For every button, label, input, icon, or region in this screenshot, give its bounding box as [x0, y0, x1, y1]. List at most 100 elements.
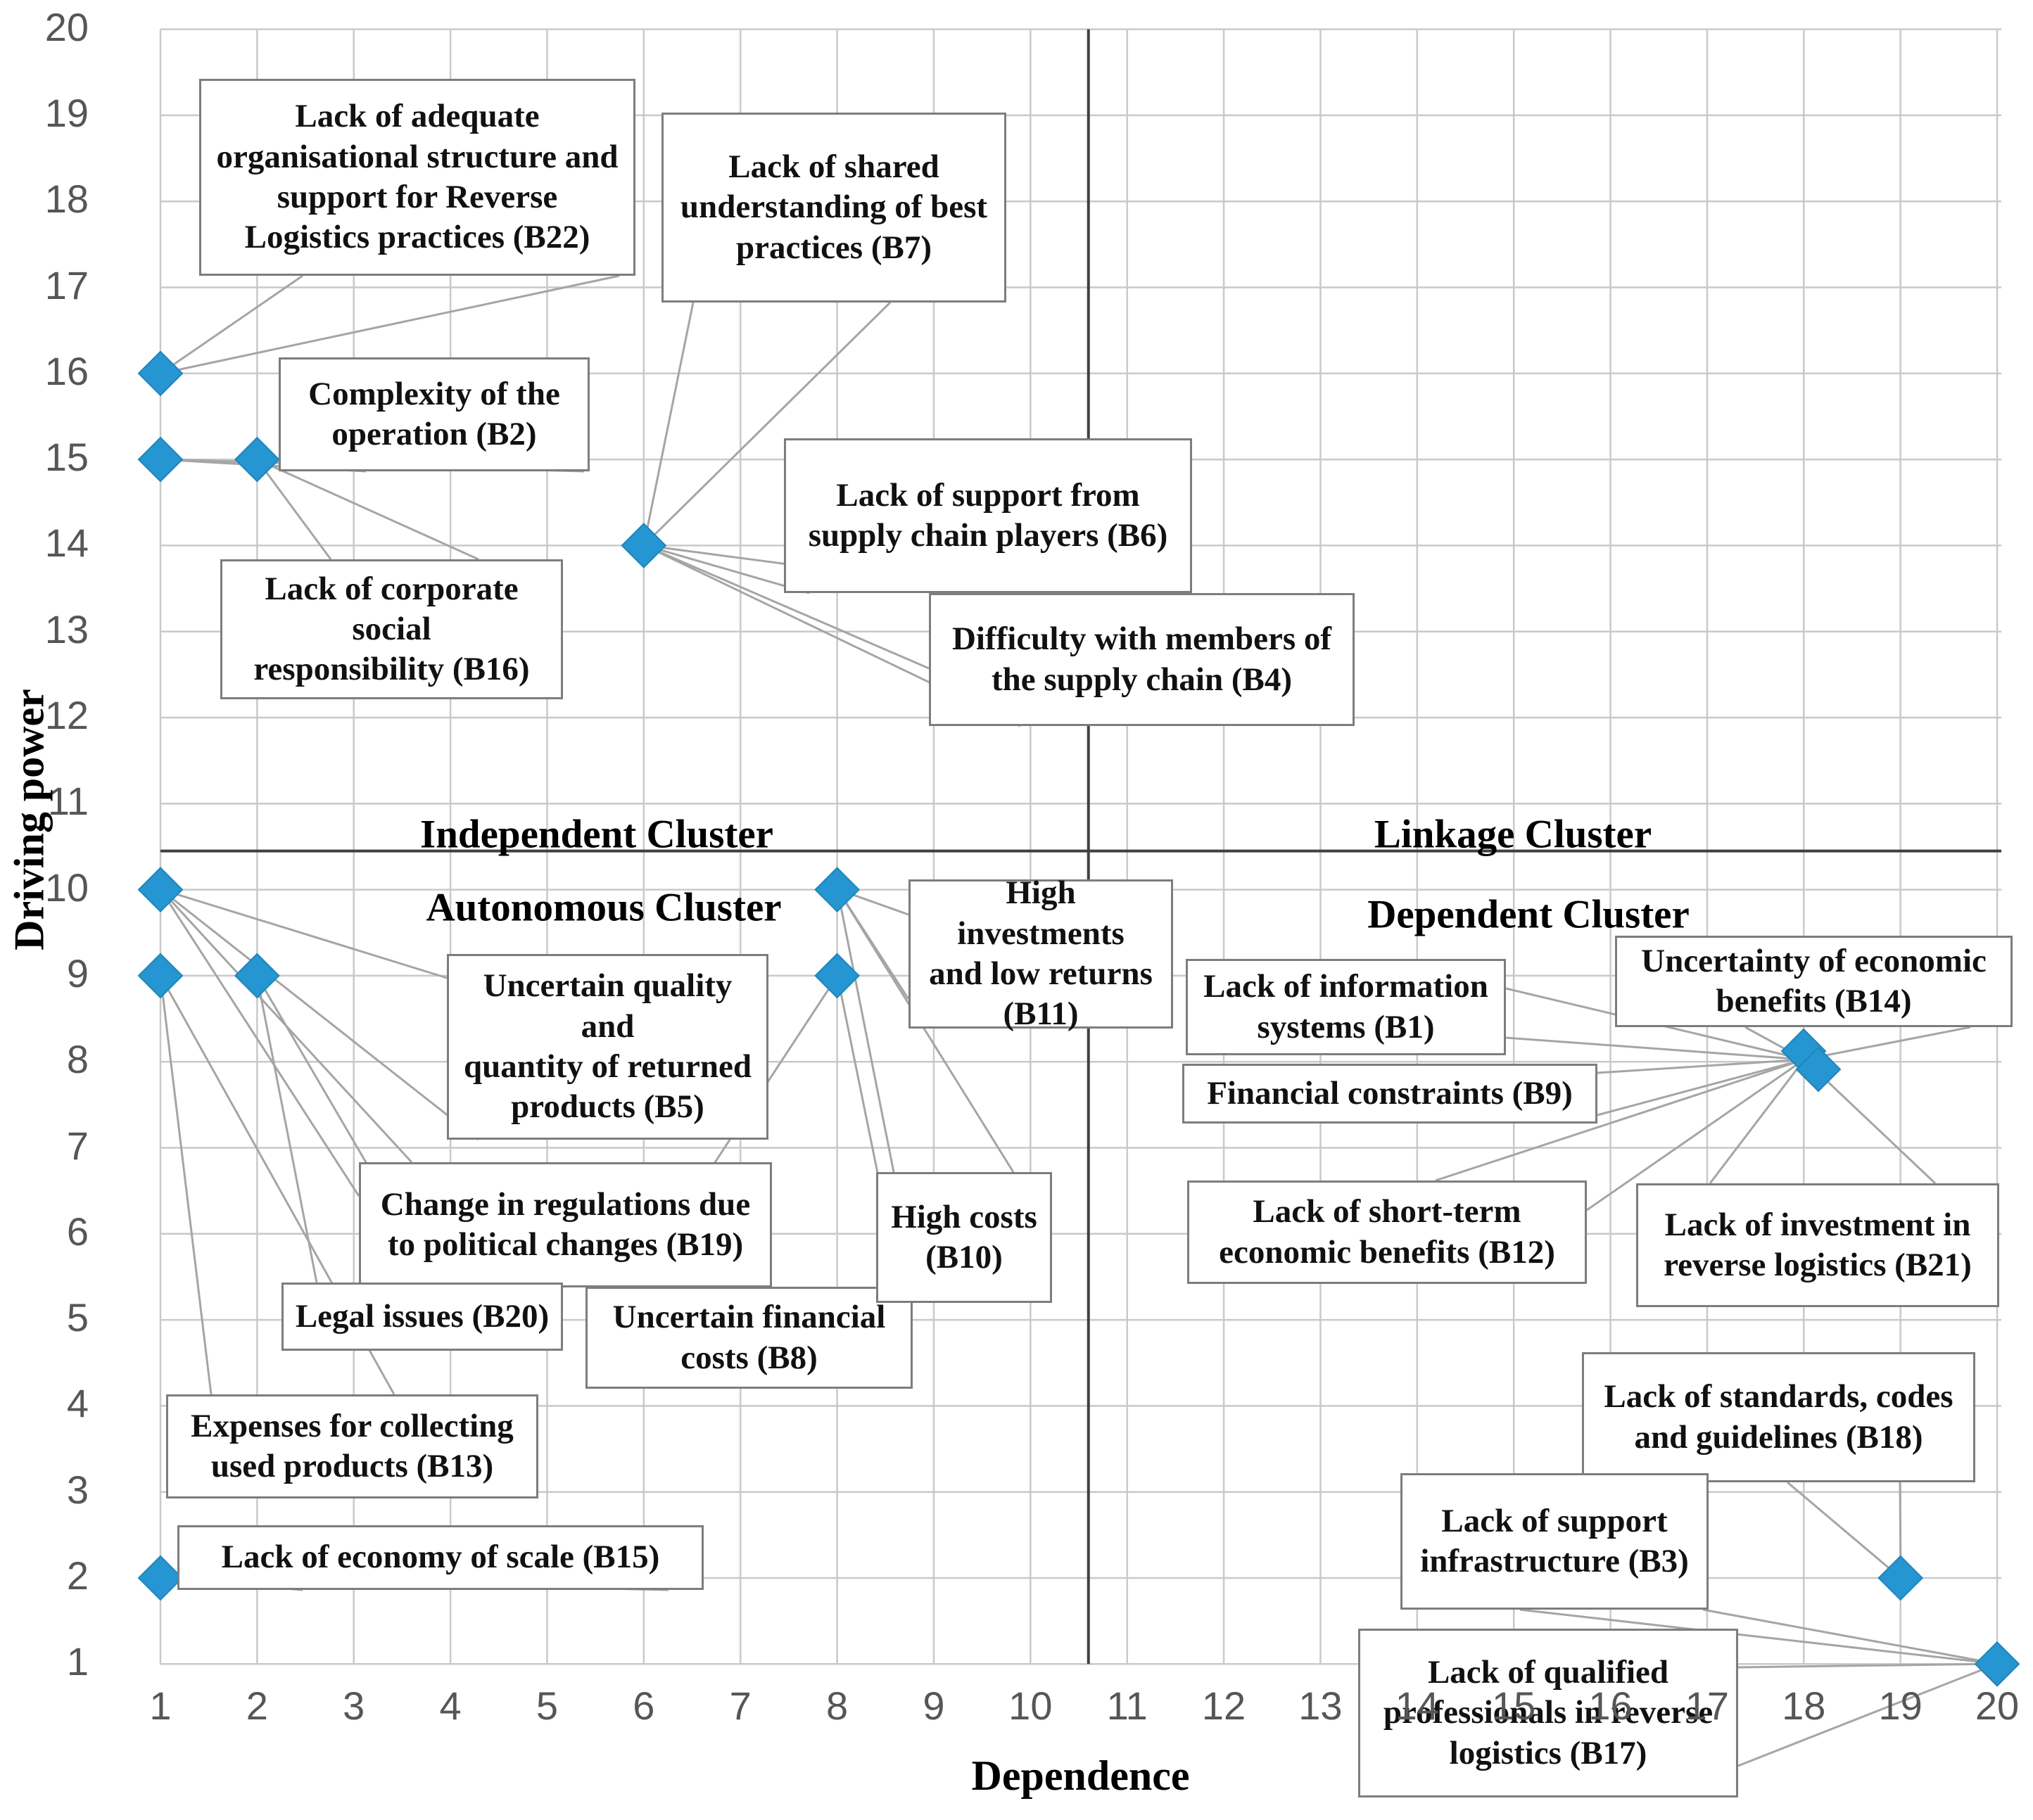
callout-box-B13: Expenses for collecting used products (B… — [166, 1394, 538, 1498]
x-tick-label-16: 16 — [1588, 1684, 1633, 1728]
callout-box-B8: Uncertain financial costs (B8) — [585, 1287, 913, 1389]
callout-box-B14: Uncertainty of economic benefits (B14) — [1615, 936, 2013, 1027]
leader-line-B12 — [1586, 1058, 1805, 1211]
y-tick-label-19: 19 — [44, 90, 89, 135]
x-tick-label-9: 9 — [923, 1684, 945, 1728]
y-tick-label-17: 17 — [44, 262, 89, 307]
data-point-marker-B1-B9-B12-B14-B21 — [1795, 1046, 1842, 1093]
y-tick-label-11: 11 — [47, 779, 89, 824]
y-tick-label-1: 1 — [66, 1639, 89, 1684]
callout-box-B6: Lack of support from supply chain player… — [784, 438, 1192, 593]
y-tick-label-4: 4 — [66, 1381, 89, 1426]
y-tick-label-13: 13 — [44, 606, 89, 651]
leader-line-B7 — [642, 301, 892, 547]
x-tick-label-7: 7 — [729, 1684, 752, 1728]
y-tick-label-15: 15 — [44, 435, 89, 480]
data-point-marker-B16 — [234, 436, 280, 483]
callout-box-B7: Lack of shared understanding of best pra… — [661, 113, 1006, 303]
x-tick-label-8: 8 — [826, 1684, 849, 1728]
leader-line-B18 — [1787, 1481, 1901, 1579]
y-tick-label-10: 10 — [44, 865, 89, 910]
x-tick-label-1: 1 — [149, 1684, 172, 1728]
leader-line-B12 — [1435, 1058, 1805, 1182]
leader-line-B5 — [160, 888, 448, 979]
leader-line-B14 — [1804, 1026, 1971, 1061]
data-point-marker-B2 — [137, 436, 184, 483]
callout-box-B18: Lack of standards, codes and guidelines … — [1582, 1352, 1975, 1482]
x-tick-label-5: 5 — [536, 1684, 559, 1728]
leader-line-B20 — [255, 975, 318, 1283]
x-tick-label-20: 20 — [1975, 1684, 2020, 1728]
x-tick-label-3: 3 — [343, 1684, 365, 1728]
leader-line-B11 — [836, 889, 910, 1000]
leader-line-B19 — [159, 889, 360, 1197]
data-point-marker-B4-B6-B7 — [621, 522, 667, 568]
callout-box-B9: Financial constraints (B9) — [1182, 1064, 1597, 1124]
y-axis-title: Driving power — [6, 689, 53, 950]
data-point-marker-B3-B17 — [1974, 1641, 2020, 1687]
y-tick-label-5: 5 — [66, 1295, 89, 1340]
callout-box-B5: Uncertain quality and quantity of return… — [447, 954, 768, 1140]
leader-line-B21 — [1709, 1059, 1806, 1184]
data-point-marker-B13 — [137, 953, 184, 999]
x-axis-title: Dependence — [971, 1752, 1190, 1799]
data-point-marker-B18 — [1877, 1555, 1924, 1601]
quadrant-divider-lines — [160, 29, 2002, 1665]
callout-box-B20: Legal issues (B20) — [281, 1283, 563, 1351]
x-tick-label-4: 4 — [439, 1684, 462, 1728]
x-tick-label-18: 18 — [1782, 1684, 1826, 1728]
leader-line-B10 — [836, 889, 895, 1173]
callout-box-B12: Lack of short-term economic benefits (B1… — [1187, 1181, 1587, 1284]
callout-box-B4: Difficulty with members of the supply ch… — [929, 593, 1355, 726]
leader-line-B3 — [1519, 1608, 1998, 1665]
callout-box-B22: Lack of adequate organisational structur… — [199, 79, 635, 276]
callout-box-B21: Lack of investment in reverse logistics … — [1636, 1183, 1999, 1307]
cluster-label-linkage-cluster: Linkage Cluster — [1374, 812, 1652, 857]
cluster-label-dependent-cluster: Dependent Cluster — [1367, 892, 1690, 937]
y-tick-label-6: 6 — [66, 1209, 89, 1254]
x-tick-label-13: 13 — [1298, 1684, 1343, 1728]
leader-line-B13 — [159, 975, 213, 1395]
y-tick-label-9: 9 — [66, 950, 89, 995]
x-tick-label-6: 6 — [633, 1684, 655, 1728]
leader-line-B4 — [643, 544, 930, 670]
leader-line-B7 — [642, 302, 695, 546]
y-tick-label-18: 18 — [44, 177, 89, 222]
x-tick-label-14: 14 — [1395, 1684, 1439, 1728]
y-tick-label-7: 7 — [66, 1123, 89, 1168]
callout-box-B2: Complexity of the operation (B2) — [279, 357, 590, 471]
leader-line-B22 — [160, 274, 620, 375]
leader-line-B9 — [1597, 1058, 1805, 1074]
leader-line-B16 — [255, 459, 332, 560]
leader-line-B16 — [256, 458, 479, 561]
x-tick-label-15: 15 — [1492, 1684, 1536, 1728]
data-point-marker-B10-B11 — [814, 867, 861, 913]
callout-box-B3: Lack of support infrastructure (B3) — [1400, 1473, 1709, 1610]
x-tick-label-11: 11 — [1106, 1684, 1148, 1728]
leader-line-B17 — [1737, 1662, 1998, 1767]
y-tick-label-16: 16 — [44, 348, 89, 393]
data-point-marker-B20 — [234, 953, 280, 999]
cluster-label-independent-cluster: Independent Cluster — [420, 812, 773, 857]
data-point-marker-B5-B19 — [137, 867, 184, 913]
y-tick-label-8: 8 — [66, 1037, 89, 1082]
y-tick-label-2: 2 — [66, 1553, 89, 1598]
data-point-marker-B8 — [814, 953, 861, 999]
data-point-marker-B22 — [137, 350, 184, 397]
leader-line-B22 — [160, 274, 303, 375]
callout-box-B17: Lack of qualified professionals in rever… — [1358, 1629, 1738, 1797]
callout-box-B11: High investments and low returns (B11) — [908, 874, 1173, 1032]
x-tick-label-17: 17 — [1685, 1684, 1730, 1728]
data-point-marker-B15 — [137, 1555, 184, 1601]
callout-box-B10: High costs (B10) — [876, 1172, 1052, 1303]
callout-box-B1: Lack of information systems (B1) — [1186, 959, 1506, 1055]
leader-line-B6 — [643, 544, 810, 594]
callout-box-B19: Change in regulations due to political c… — [359, 1162, 772, 1287]
y-tick-label-3: 3 — [66, 1467, 89, 1512]
leader-line-B1 — [1505, 1036, 1805, 1061]
leader-line-B9 — [1597, 1058, 1805, 1116]
y-tick-label-12: 12 — [44, 693, 89, 737]
leader-line-B17 — [1737, 1662, 1998, 1669]
x-tick-label-10: 10 — [1008, 1684, 1053, 1728]
